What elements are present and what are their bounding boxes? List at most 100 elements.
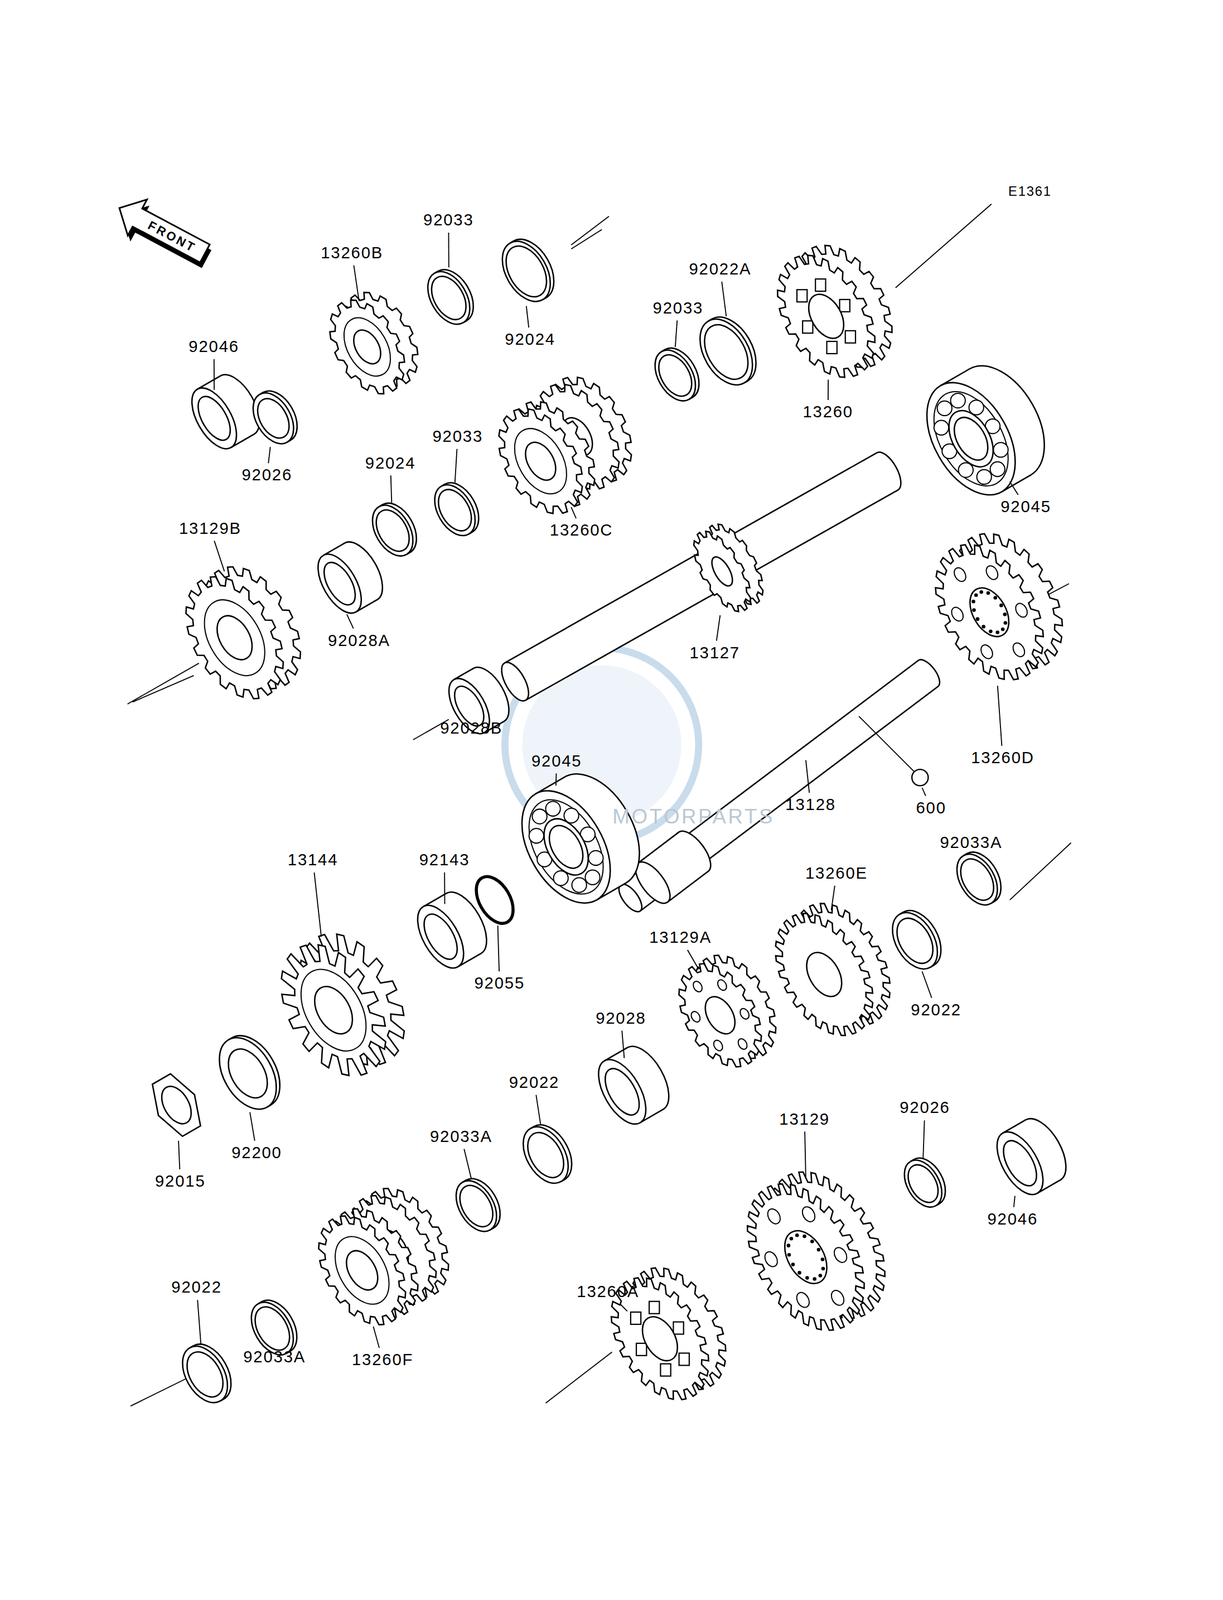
collar [987,1124,1053,1202]
bearing-ball [529,828,544,843]
leader-line [443,872,446,905]
leader-line [346,614,354,629]
gear-dog [845,330,856,343]
axis-line [1009,842,1072,900]
callout-number: 92024 [365,455,417,472]
callout-number: 92033 [423,211,475,229]
needle-roller [1003,612,1008,617]
collar [408,897,473,976]
needle-roller [818,1273,823,1278]
gear-hub [287,957,380,1062]
callout-number: 92022 [171,1279,222,1296]
leader-line [804,1130,806,1178]
circlip [452,1179,500,1233]
callout-number: 92046 [987,1210,1038,1227]
washer [364,498,422,563]
bushing [588,1051,656,1132]
main-shaft [504,452,878,664]
circlip [424,270,473,326]
callout-number: 92045 [1000,498,1052,515]
gear-bore [707,553,737,589]
gear-dog [636,1342,647,1356]
gear-hole [716,977,729,992]
needle-roller [972,607,976,612]
callout-number: 92015 [155,1172,206,1189]
gear-dog [839,299,850,312]
needle-roller [820,1257,825,1261]
gear-face [281,944,386,1076]
gear-hub [191,588,278,686]
leader-line [1009,481,1019,495]
bearing-ball [990,461,1005,477]
circlip [951,844,1009,910]
callout-number: 13260C [549,521,613,539]
bearing-ball [571,877,587,892]
bearing-ball [937,400,952,416]
washer [492,233,560,311]
gear-hole [712,1038,725,1052]
splined-washer [889,911,941,970]
gear-bore [519,436,562,486]
gear-face [777,255,875,378]
leader-line [455,448,458,483]
bushing [317,557,362,610]
splined-washer [514,1118,578,1191]
callout-number: 92033 [653,300,704,317]
gear-face [935,544,1044,680]
needle-roller [817,1247,821,1252]
collar [197,375,221,390]
gear-hole [1010,640,1027,659]
circlip [426,477,484,543]
gear-hole [1013,601,1030,620]
leader-line [214,540,225,572]
callout-number: 92200 [231,1144,283,1161]
splined-washer [883,904,947,977]
callout-number: 92028A [327,632,391,649]
shaft-teeth [667,871,709,902]
leader-line [921,970,932,998]
callout-number: 13129B [179,520,242,537]
leader-line [390,475,393,503]
needle-roller [791,1262,796,1266]
gear-dog [660,1363,671,1376]
main-shaft [525,489,899,700]
gear-hub [504,419,578,503]
needle-roller [974,592,979,597]
gear-dog [630,1311,641,1324]
gear-dog [815,278,826,292]
leader-line [1013,1195,1015,1207]
main-shaft [504,452,898,701]
callout-number: 92022 [910,1001,962,1018]
bearing-ball [993,442,1008,457]
callout-number: 92143 [419,851,471,868]
gear-bore [347,325,386,369]
callout-number: 92033A [429,1128,493,1145]
needle-roller [787,1252,792,1257]
leader-line [831,885,835,911]
needle-roller [802,1234,807,1239]
gear-hole [983,563,1000,582]
needle-roller [821,1266,826,1271]
washer [369,504,416,558]
splined-washer [695,317,757,388]
callout-number: 92028 [595,1009,647,1027]
bearing-ball [977,469,992,485]
callout-number: 13260 [802,403,854,420]
collar [1002,1119,1026,1133]
callout-number: 92022A [689,260,752,278]
diagram-code: E1361 [1008,184,1052,198]
needle-roller [995,630,1000,635]
needle-roller [805,1275,810,1280]
needle-roller [979,590,984,594]
leader-line [687,949,699,970]
needle-roller [812,1276,817,1281]
axis-line [545,1351,613,1403]
splined-washer [179,1345,231,1403]
axis-line [127,663,200,704]
gear-hole [691,979,704,993]
collar [182,380,246,457]
circlip [429,475,487,541]
splined-washer [689,310,764,395]
gear-dog [802,320,813,333]
